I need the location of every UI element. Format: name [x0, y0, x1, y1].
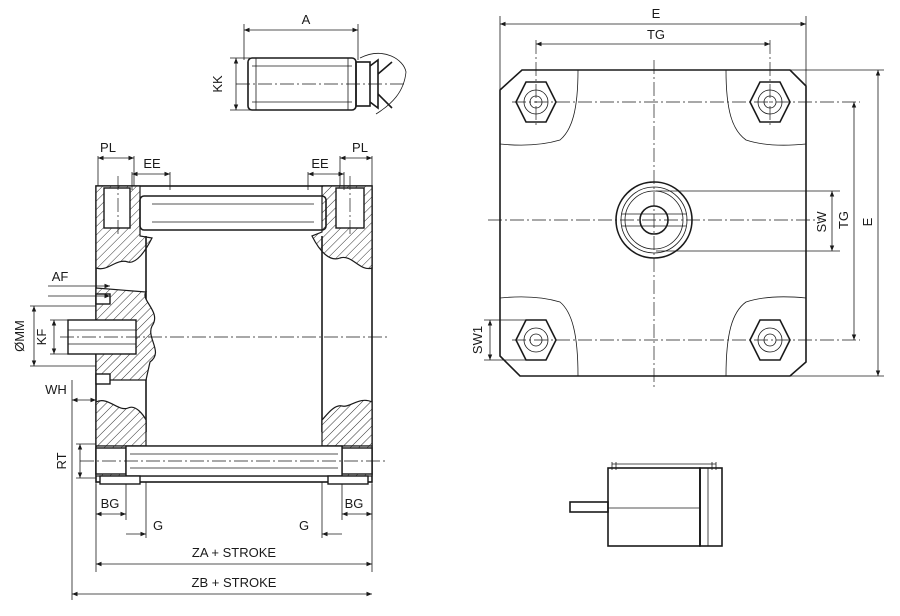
dim-zb-label: ZB + STROKE [192, 575, 277, 590]
dim-e-right-label: E [860, 217, 875, 226]
dim-ee-left-label: EE [143, 156, 161, 171]
dim-sw-label: SW [814, 211, 829, 233]
dim-a-label: A [302, 12, 311, 27]
dim-pl-left-label: PL [100, 140, 116, 155]
dim-g-right-label: G [299, 518, 309, 533]
dim-ee-right-label: EE [311, 156, 329, 171]
dim-tg-right-label: TG [836, 211, 851, 229]
rod-end-detail: A KK [210, 12, 407, 115]
section-view: PL EE EE PL AF ØMM KF WH [12, 140, 388, 600]
front-view: E TG SW TG E SW1 [470, 6, 884, 388]
dim-rt-label: RT [54, 452, 69, 469]
dim-g-left-label: G [153, 518, 163, 533]
cylinder-side-icon [569, 462, 723, 547]
dim-bg-left-label: BG [101, 496, 120, 511]
dim-tg-top-label: TG [647, 27, 665, 42]
dim-kf-label: KF [34, 329, 49, 346]
dim-pl-right-label: PL [352, 140, 368, 155]
dim-sw1-label: SW1 [470, 326, 485, 354]
dim-mm-label: ØMM [12, 320, 27, 352]
dim-bg-right-label: BG [345, 496, 364, 511]
dim-af-label: AF [52, 269, 69, 284]
dim-za-label: ZA + STROKE [192, 545, 276, 560]
dim-wh-label: WH [45, 382, 67, 397]
dim-e-top-label: E [652, 6, 661, 21]
dim-kk-label: KK [210, 75, 225, 93]
